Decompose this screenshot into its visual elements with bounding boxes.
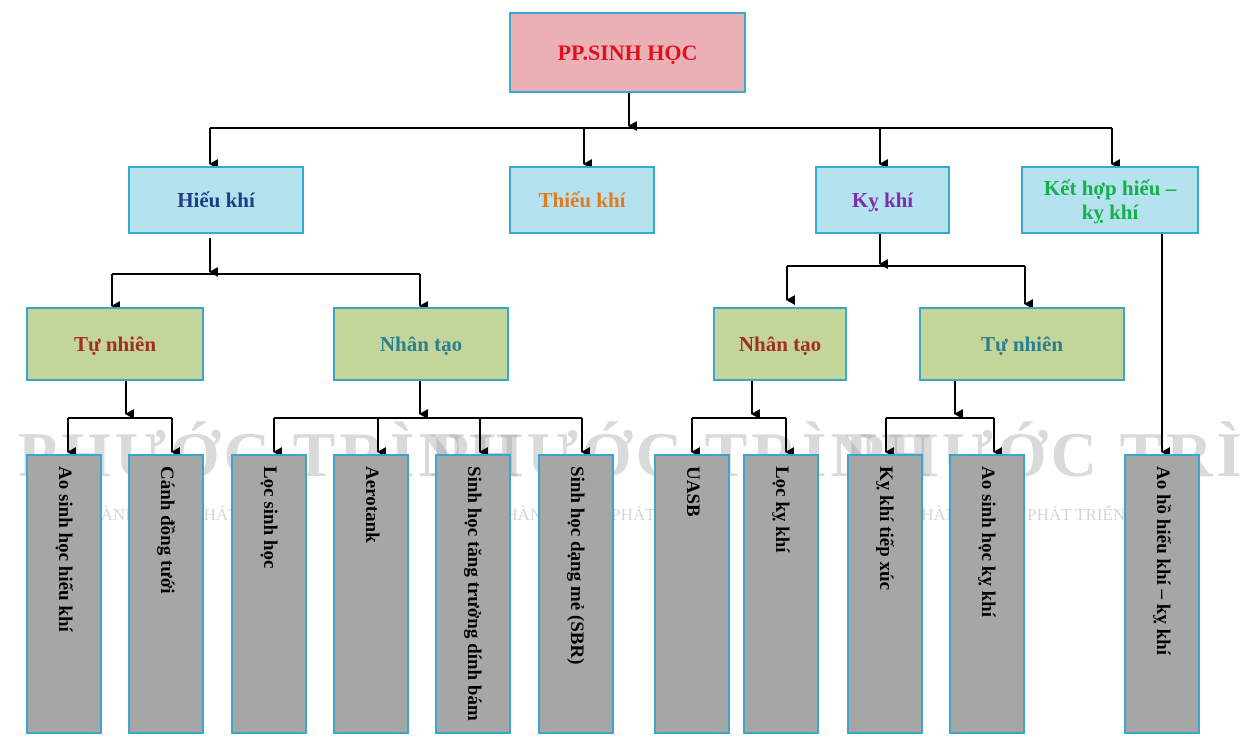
leaf-label: Sinh học dạng mẻ (SBR) — [565, 466, 587, 665]
category-thieu-khi: Thiếu khí — [509, 166, 655, 234]
subcategory-label: Nhân tạo — [379, 331, 463, 356]
leaf-sinh-hoc-dang-me-sbr: Sinh học dạng mẻ (SBR) — [538, 454, 614, 734]
leaf-ao-sinh-hoc-hieu-khi: Ao sinh học hiếu khí — [26, 454, 102, 734]
leaf-ky-khi-tiep-xuc: Kỵ khí tiếp xúc — [847, 454, 923, 734]
leaf-canh-dong-tuoi: Cánh đồng tưới — [128, 454, 204, 734]
leaf-ao-ho-hieu-khi-ky-khi: Ao hồ hiếu khí – kỵ khí — [1124, 454, 1200, 734]
leaf-label: Lọc kỵ khí — [770, 466, 792, 553]
leaf-label: UASB — [681, 466, 703, 517]
category-label: Kỵ khí — [851, 187, 914, 212]
leaf-aerotank: Aerotank — [333, 454, 409, 734]
subcategory-ky-nhan-tao: Nhân tạo — [713, 307, 847, 381]
subcategory-ky-tu-nhien: Tự nhiên — [919, 307, 1125, 381]
leaf-label: Sinh học tăng trưởng dính bám — [462, 466, 484, 721]
leaf-sinh-hoc-tang-truong-dinh-bam: Sinh học tăng trưởng dính bám — [435, 454, 511, 734]
leaf-label: Ao sinh học kỵ khí — [976, 466, 998, 618]
leaf-label: Lọc sinh học — [258, 466, 280, 569]
category-ky-khi: Kỵ khí — [815, 166, 950, 234]
subcategory-label: Nhân tạo — [738, 331, 822, 356]
leaf-ao-sinh-hoc-ky-khi: Ao sinh học kỵ khí — [949, 454, 1025, 734]
subcategory-label: Tự nhiên — [980, 331, 1064, 356]
category-label: Kết hợp hiếu – kỵ khí — [1043, 175, 1177, 224]
category-hieu-khi: Hiếu khí — [128, 166, 304, 234]
subcategory-hieu-nhan-tao: Nhân tạo — [333, 307, 509, 381]
category-ket-hop: Kết hợp hiếu – kỵ khí — [1021, 166, 1199, 234]
category-label: Thiếu khí — [538, 187, 626, 212]
leaf-label: Ao sinh học hiếu khí — [53, 466, 75, 632]
subcategory-label: Tự nhiên — [73, 331, 157, 356]
root-label: PP.SINH HỌC — [557, 39, 698, 65]
leaf-loc-ky-khi: Lọc kỵ khí — [743, 454, 819, 734]
leaf-label: Ao hồ hiếu khí – kỵ khí — [1151, 466, 1173, 656]
leaf-label: Aerotank — [360, 466, 382, 543]
leaf-label: Kỵ khí tiếp xúc — [874, 466, 896, 591]
leaf-loc-sinh-hoc: Lọc sinh học — [231, 454, 307, 734]
leaf-uasb: UASB — [654, 454, 730, 734]
leaf-label: Cánh đồng tưới — [155, 466, 177, 594]
category-label: Hiếu khí — [177, 187, 255, 212]
root-node: PP.SINH HỌC — [509, 12, 746, 93]
subcategory-hieu-tu-nhien: Tự nhiên — [26, 307, 204, 381]
